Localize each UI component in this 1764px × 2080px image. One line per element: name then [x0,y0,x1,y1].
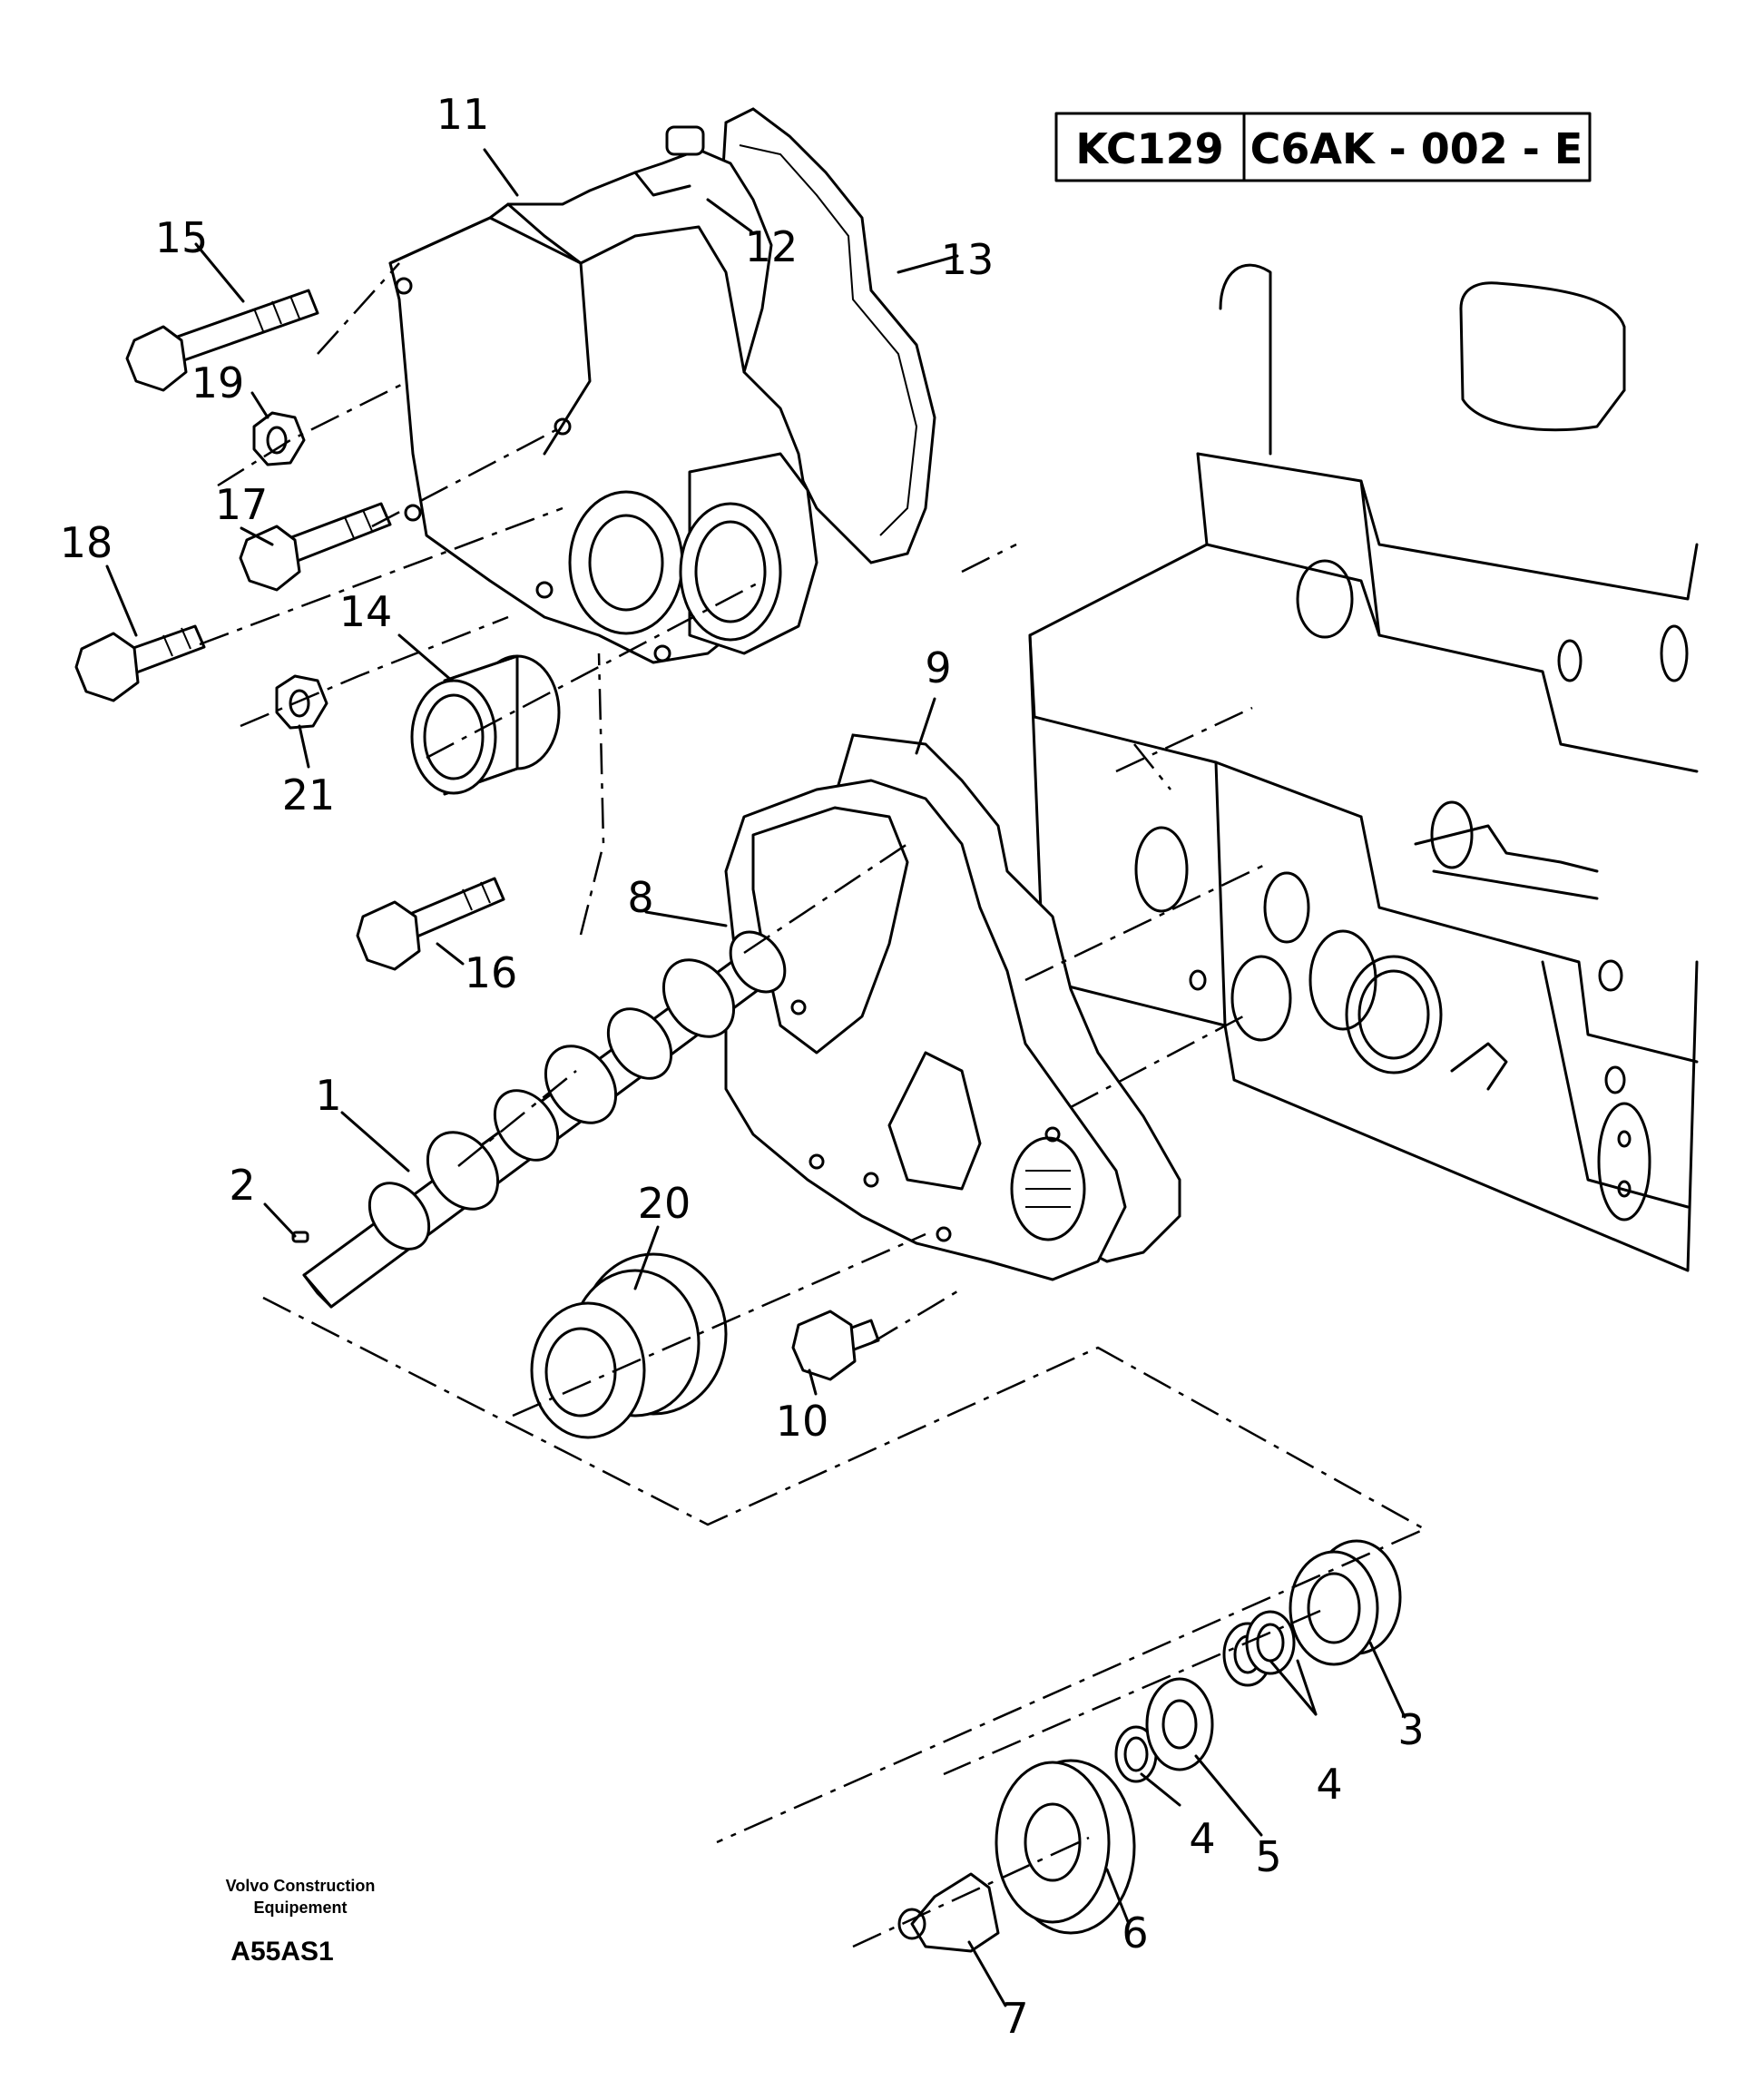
header-code-box: KC129 C6AK - 002 - E [1054,112,1592,182]
camshaft [302,930,787,1309]
callout-16: 16 [465,948,518,997]
callout-5: 5 [1255,1832,1281,1881]
callout-12: 12 [745,222,799,271]
timing-cover [388,107,936,664]
callout-21: 21 [282,770,336,819]
doc-code: C6AK - 002 - E [1250,124,1583,173]
callout-10: 10 [776,1397,829,1446]
bolt-16 [356,877,505,971]
footer-credit: Volvo Construction Equipement A55AS1 [226,1877,376,1967]
callout-1: 1 [315,1071,341,1120]
bolt-17 [239,502,392,592]
front-plate [724,733,1181,1281]
callout-8: 8 [627,873,653,922]
callout-2: 2 [229,1161,255,1210]
callout-9: 9 [925,643,951,692]
bearing-3 [1289,1539,1402,1666]
credit-line-2: Equipement [253,1898,347,1917]
bolt-15 [125,289,319,392]
camshaft-gear [530,1252,728,1439]
idler-gear-6 [995,1759,1136,1935]
callout-17: 17 [215,480,269,529]
callouts: 1 2 3 4 4 5 6 7 8 9 10 11 12 13 14 15 16… [60,90,1425,2043]
spacer-4-lower [1114,1725,1158,1783]
callout-6: 6 [1122,1908,1148,1957]
leader-lines [105,148,1406,2007]
callout-13: 13 [941,235,995,284]
callout-11: 11 [436,90,490,139]
callout-4-lower: 4 [1189,1814,1215,1863]
callout-18: 18 [60,518,113,567]
woodruff-key [291,1231,309,1243]
ref-code: KC129 [1075,124,1223,173]
callout-3: 3 [1397,1705,1424,1754]
engine-block [1028,263,1699,1272]
assembly-axes [199,262,1427,1948]
credit-line-1: Volvo Construction [226,1877,376,1895]
figure-id: A55AS1 [230,1937,333,1967]
callout-4-upper: 4 [1316,1760,1342,1809]
callout-7: 7 [1002,1994,1028,2043]
drive-hub-7 [897,1872,1000,1953]
nut-21 [275,674,328,730]
nut-19 [252,411,306,466]
bolt-18 [74,624,206,702]
bearing-sleeve [410,654,561,796]
callout-15: 15 [155,213,209,262]
callout-14: 14 [339,587,393,636]
callout-19: 19 [191,358,245,407]
bolt-10 [791,1310,880,1381]
callout-20: 20 [638,1179,691,1228]
sprocket-5 [1145,1677,1214,1771]
